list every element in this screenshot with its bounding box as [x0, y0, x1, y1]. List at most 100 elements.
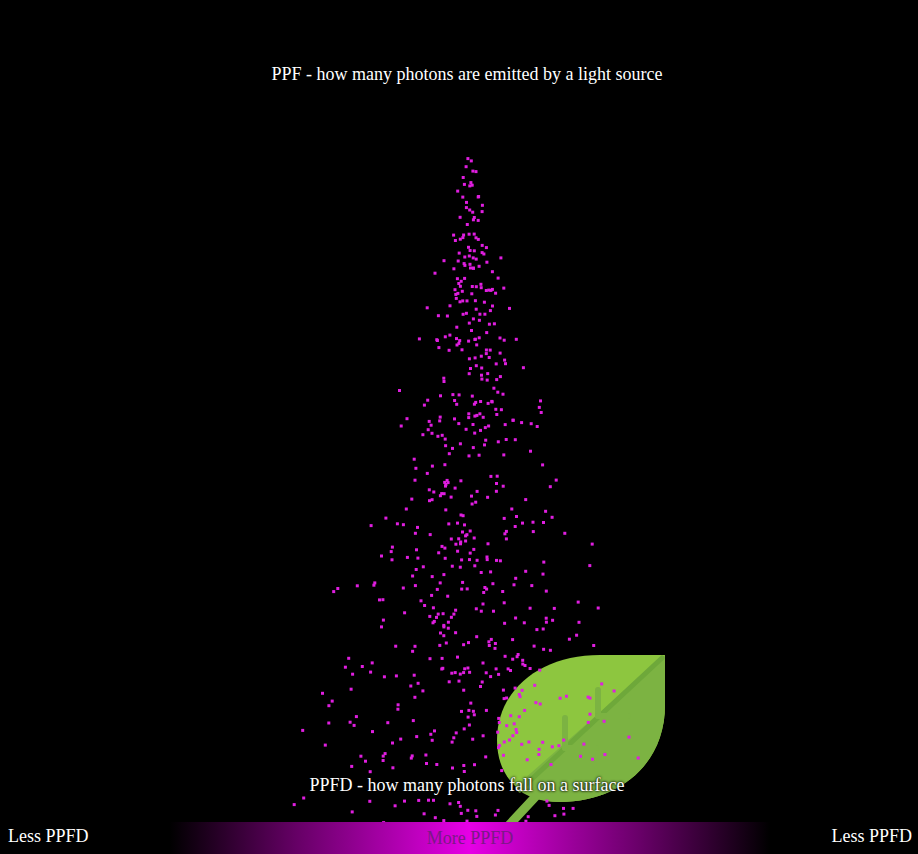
photon-dot [451, 447, 454, 450]
photon-dot [455, 297, 458, 300]
photon-dot [382, 759, 385, 762]
photon-dot [496, 475, 499, 478]
photon-dot [478, 454, 481, 457]
photon-dot [449, 304, 452, 307]
photon-dot [443, 492, 446, 495]
photon-dot [495, 482, 498, 485]
photon-dot [437, 613, 440, 616]
photon-dot [441, 545, 444, 548]
photon-dot [378, 598, 381, 601]
photon-dot [466, 587, 469, 590]
photon-dot [416, 526, 419, 529]
photon-dot [454, 543, 457, 546]
photon-dot [514, 617, 517, 620]
photon-dot [456, 656, 459, 659]
photon-dot [542, 648, 545, 651]
photon-dot [459, 566, 462, 569]
photon-dot [472, 710, 475, 713]
photon-dot [461, 290, 464, 293]
photon-dot [467, 416, 470, 419]
photon-dot [434, 272, 437, 275]
photon-dot [511, 638, 514, 641]
photon-dot [500, 769, 503, 772]
photon-dot [475, 607, 478, 610]
photon-dot [461, 348, 464, 351]
photon-dot [369, 671, 372, 674]
photon-dot [462, 234, 465, 237]
photon-dot [533, 645, 536, 648]
photon-dot [444, 508, 447, 511]
photon-dot [514, 438, 517, 441]
photon-dot [463, 667, 466, 670]
photon-dot [382, 619, 385, 622]
photon-dot [444, 557, 447, 560]
photon-dot [428, 615, 431, 618]
photon-dot [350, 765, 353, 768]
photon-dot [472, 423, 475, 426]
photon-dot [537, 753, 540, 756]
photon-dot [451, 393, 454, 396]
photon-dot [510, 508, 513, 511]
photon-dot [416, 557, 419, 560]
photon-dot [429, 733, 432, 736]
photon-dot [503, 339, 506, 342]
photon-dot [441, 434, 444, 437]
photon-dot [451, 741, 454, 744]
photon-dot [454, 293, 457, 296]
photon-dot [459, 216, 462, 219]
photon-dot [553, 814, 556, 817]
photon-dot [473, 338, 476, 341]
photon-dot [413, 674, 416, 677]
photon-dot [480, 286, 483, 289]
photon-dot [472, 446, 475, 449]
photon-dot [459, 673, 462, 676]
photon-dot [443, 463, 446, 466]
photon-dot [462, 671, 465, 674]
photon-dot [484, 755, 487, 758]
photon-dot [457, 260, 460, 263]
photon-dot [522, 366, 525, 369]
photon-dot [364, 760, 367, 763]
photon-dot [350, 688, 353, 691]
photon-dot [514, 687, 517, 690]
photon-dot [491, 270, 494, 273]
photon-dot [497, 277, 500, 280]
photon-dot [475, 635, 478, 638]
photon-dot [462, 176, 465, 179]
photon-dot [549, 485, 552, 488]
photon-dot [557, 744, 560, 747]
photon-dot [472, 256, 475, 259]
photon-dot [405, 508, 408, 511]
photon-dot [481, 244, 484, 247]
photon-dot [469, 181, 472, 184]
photon-dot [426, 306, 429, 309]
photon-dot [524, 664, 527, 667]
photon-dot [463, 262, 466, 265]
photon-dot [505, 438, 508, 441]
photon-dot [457, 282, 460, 285]
photon-dot [391, 546, 394, 549]
photon-dot [494, 814, 497, 817]
photon-dot [587, 721, 590, 724]
photon-dot [399, 738, 402, 741]
photon-dot [503, 622, 506, 625]
photon-dot [498, 721, 501, 724]
photon-dot [459, 442, 462, 445]
photon-dot [394, 804, 397, 807]
photon-dot [637, 757, 640, 760]
photon-dot [497, 440, 500, 443]
photon-dot [473, 403, 476, 406]
photon-dot [518, 693, 521, 696]
photon-dot [485, 246, 488, 249]
photon-dot [448, 680, 451, 683]
photon-dot [485, 261, 488, 264]
photon-dot [464, 534, 467, 537]
photon-dot [472, 317, 475, 320]
photon-dot [412, 719, 415, 722]
photon-dot [466, 667, 469, 670]
photon-dot [402, 587, 405, 590]
photon-dot [579, 755, 582, 758]
photon-dot [452, 234, 455, 237]
photon-dot [515, 338, 518, 341]
